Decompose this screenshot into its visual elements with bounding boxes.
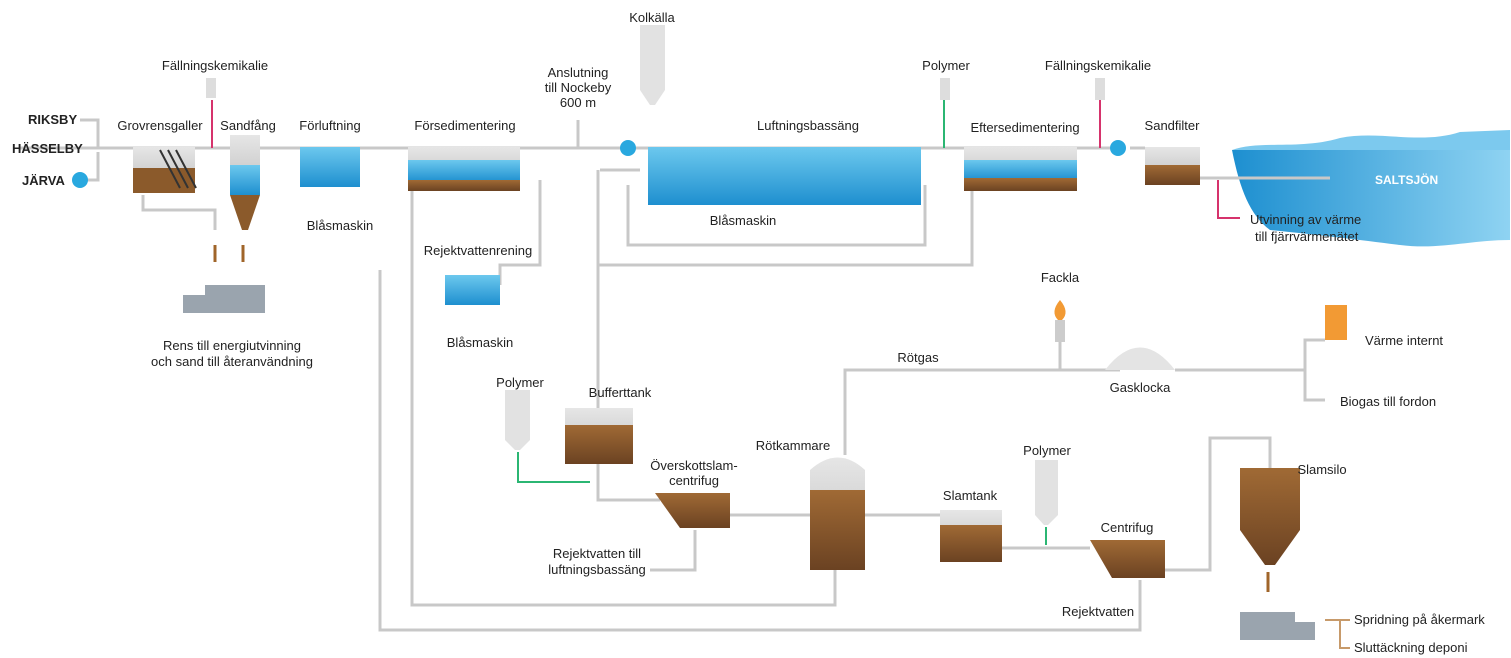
label-blasmaskin-2: Blåsmaskin [709,213,777,228]
label-anslutning-1: Anslutning [547,65,609,80]
label-utvinning-1: Utvinning av värme [1250,212,1362,227]
centrifug-unit [1090,540,1165,578]
label-grovrensgaller: Grovrensgaller [117,118,203,133]
overskottslam-centrifug [655,493,730,528]
label-rejektvatten-till-1: Rejektvatten till [552,546,642,561]
label-rejektvatten: Rejektvatten [1061,604,1135,619]
label-blasmaskin-3: Blåsmaskin [446,335,514,350]
label-bufferttank: Bufferttank [588,385,652,400]
label-rens-2: och sand till återanvändning [151,354,313,369]
source-hasselby: HÄSSELBY [12,141,83,156]
label-polymer-top: Polymer [922,58,970,73]
label-luftningsbassang: Luftningsbassäng [757,118,859,133]
label-forsedimentering: Försedimentering [414,118,516,133]
label-forluftning: Förluftning [299,118,361,133]
label-rotgas: Rötgas [897,350,939,365]
label-sandfang: Sandfång [220,118,276,133]
label-kolkalla: Kolkälla [629,10,675,25]
label-polymer-low: Polymer [1023,443,1071,458]
gasklocka-dome [1105,347,1175,370]
label-rotkammare: Rötkammare [755,438,831,453]
label-fallningskemikalie-2: Fällningskemikalie [1044,58,1152,73]
label-rejektvatten-till-2: luftningsbassäng [548,562,646,577]
label-fallningskemikalie-1: Fällningskemikalie [161,58,269,73]
saltsjon-water [1232,150,1510,247]
label-blasmaskin-1: Blåsmaskin [306,218,374,233]
label-centrifug: Centrifug [1100,520,1154,535]
slamsilo-tank [1240,468,1300,565]
source-jarva: JÄRVA [22,173,65,188]
label-saltsjon: SALTSJÖN [1375,173,1439,187]
rejektvattenrening-tank [445,275,500,305]
source-riksby: RIKSBY [28,112,78,127]
label-utvinning-2: till fjärrvärmenätet [1255,229,1359,244]
label-slamtank: Slamtank [942,488,998,503]
label-anslutning-2: till Nockeby [544,80,612,95]
label-rejektvattenrening: Rejektvattenrening [423,243,533,258]
label-anslutning-3: 600 m [559,95,597,110]
forluftning-tank [300,147,360,187]
label-polymer-mid: Polymer [496,375,544,390]
label-fackla: Fackla [1040,270,1080,285]
label-sluttackning: Sluttäckning deponi [1354,640,1468,655]
label-sandfilter: Sandfilter [1144,118,1200,133]
label-rens-1: Rens till energiutvinning [162,338,302,353]
label-eftersedimentering: Eftersedimentering [970,120,1080,135]
label-gasklocka: Gasklocka [1109,380,1171,395]
label-overskottslam-1: Överskottslam- [650,458,738,473]
label-spridning: Spridning på åkermark [1354,612,1485,627]
label-overskottslam-2: centrifug [669,473,719,488]
label-biogas: Biogas till fordon [1340,394,1437,409]
luftningsbassang-tank [648,147,921,205]
label-varme-internt: Värme internt [1365,333,1444,348]
label-slamsilo: Slamsilo [1297,462,1347,477]
